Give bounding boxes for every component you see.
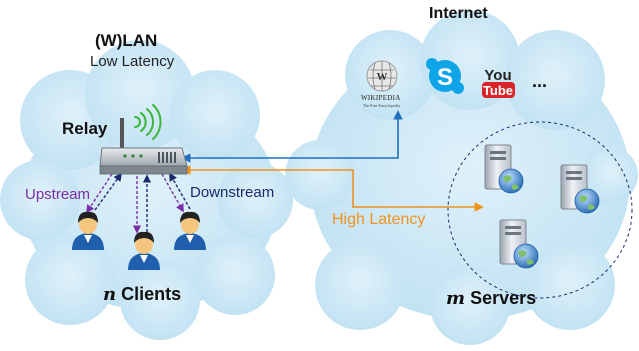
client-links — [86, 172, 191, 234]
svg-text:S: S — [437, 64, 453, 91]
wikipedia-icon: W — [366, 60, 398, 92]
wikipedia-wordmark: WIKIPEDIA — [361, 94, 401, 102]
wifi-icon — [134, 104, 162, 140]
youtube-icon: You Tube — [482, 67, 515, 98]
server-icon — [499, 219, 539, 269]
servers-text: Servers — [470, 288, 537, 308]
lan-title: (W)LAN — [95, 31, 158, 50]
client-icon — [174, 211, 206, 250]
clients-label: n Clients — [103, 285, 181, 304]
router-icon — [99, 118, 188, 175]
clients-count-var: n — [103, 284, 117, 305]
lan-subtitle: Low Latency — [90, 53, 175, 70]
servers-label: m Servers — [446, 289, 536, 308]
skype-icon: S — [426, 58, 464, 94]
youtube-top-text: You — [484, 67, 511, 84]
downstream-label: Downstream — [190, 184, 275, 201]
upstream-label: Upstream — [25, 186, 91, 203]
client-icon — [72, 211, 104, 250]
globe-icon — [513, 243, 539, 269]
high-latency-link — [181, 165, 484, 212]
relay-label: Relay — [62, 119, 108, 138]
high-latency-label: High Latency — [332, 211, 426, 228]
server-icon — [560, 164, 600, 214]
globe-icon — [574, 188, 600, 214]
servers-count-var: m — [446, 288, 466, 309]
wikipedia-tagline: The Free Encyclopedia — [363, 103, 401, 108]
client-icon — [128, 231, 160, 270]
server-icon — [484, 144, 524, 194]
clients-text: Clients — [121, 284, 182, 304]
svg-text:W: W — [377, 71, 388, 83]
internet-title: Internet — [429, 5, 488, 22]
more-services-ellipsis: ... — [532, 71, 548, 91]
internet-link — [181, 110, 403, 163]
globe-icon — [498, 168, 524, 194]
youtube-bottom-text: Tube — [483, 83, 513, 98]
